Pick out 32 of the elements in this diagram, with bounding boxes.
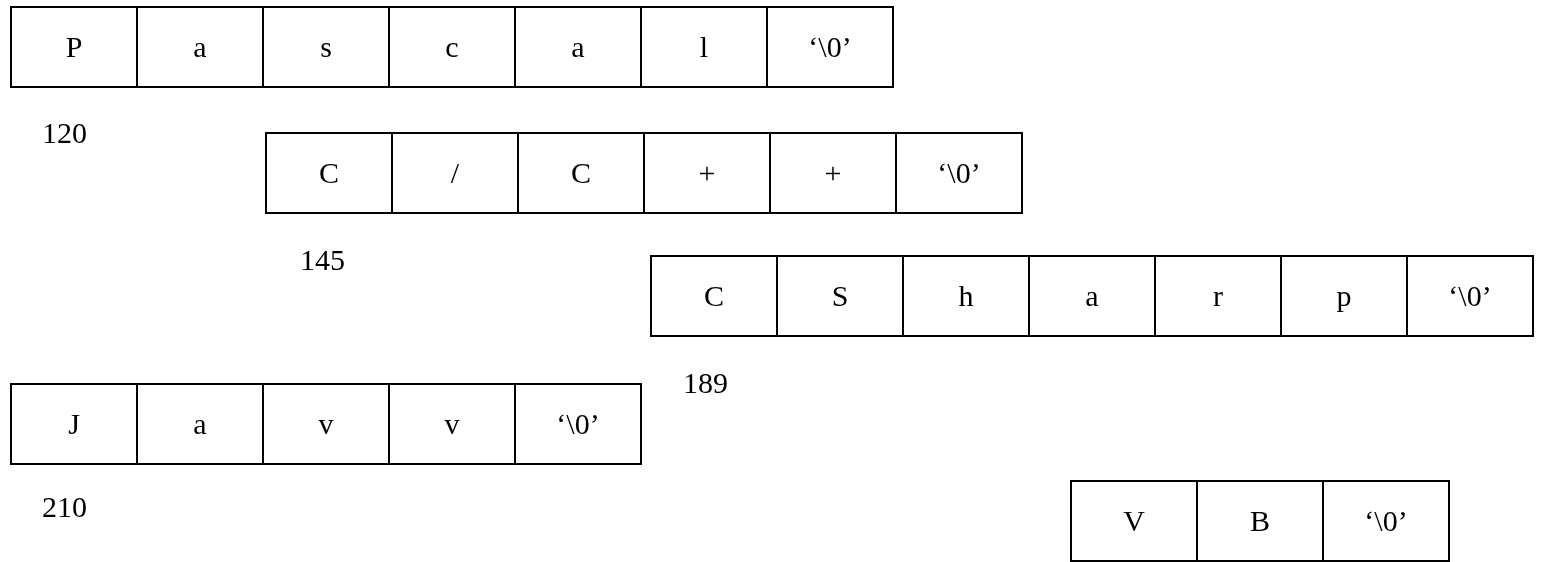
char-cell: p <box>1280 255 1408 337</box>
address-label: 120 <box>42 118 87 148</box>
char-cell: l <box>640 6 768 88</box>
char-cell: a <box>1028 255 1156 337</box>
char-cell: P <box>10 6 138 88</box>
address-label: 145 <box>300 245 345 275</box>
char-cell: s <box>262 6 390 88</box>
char-cell: a <box>514 6 642 88</box>
char-cell: a <box>136 383 264 465</box>
char-cell: c <box>388 6 516 88</box>
char-cell: h <box>902 255 1030 337</box>
char-cell: a <box>136 6 264 88</box>
address-label: 210 <box>42 492 87 522</box>
char-cell: C <box>650 255 778 337</box>
char-cell: r <box>1154 255 1282 337</box>
char-cell: ‘\0’ <box>766 6 894 88</box>
char-cell: ‘\0’ <box>895 132 1023 214</box>
char-cell: + <box>769 132 897 214</box>
char-cell: v <box>262 383 390 465</box>
char-cell: B <box>1196 480 1324 562</box>
address-label: 189 <box>683 368 728 398</box>
char-cell: + <box>643 132 771 214</box>
char-cell: v <box>388 383 516 465</box>
char-cell: V <box>1070 480 1198 562</box>
char-cell: ‘\0’ <box>1406 255 1534 337</box>
char-cell: ‘\0’ <box>1322 480 1450 562</box>
char-cell: / <box>391 132 519 214</box>
char-cell: ‘\0’ <box>514 383 642 465</box>
char-cell: C <box>265 132 393 214</box>
char-cell: C <box>517 132 645 214</box>
char-cell: S <box>776 255 904 337</box>
char-cell: J <box>10 383 138 465</box>
